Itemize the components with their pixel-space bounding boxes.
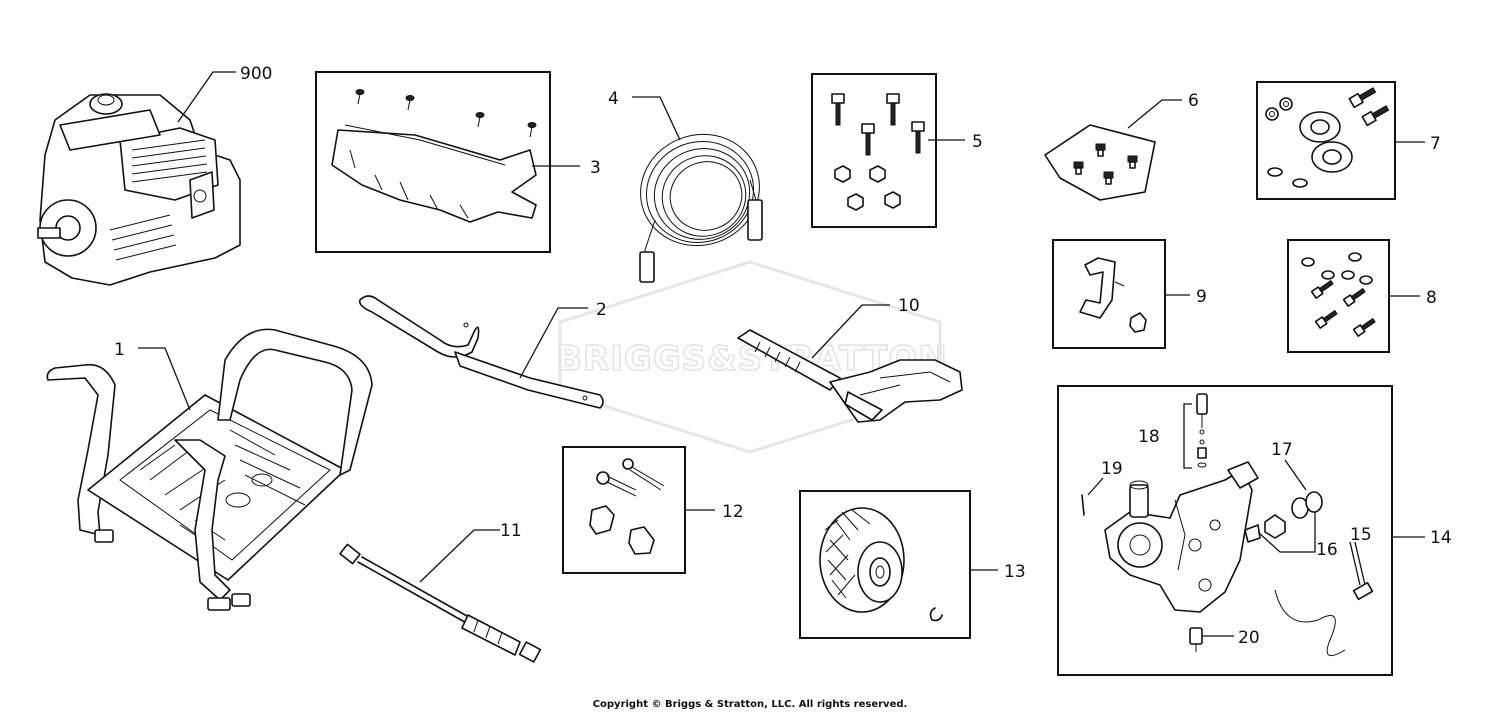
callout-2: 2: [519, 300, 607, 379]
callout-9: 9: [1165, 287, 1207, 307]
svg-text:13: 13: [1004, 562, 1026, 582]
svg-text:16: 16: [1316, 540, 1338, 560]
hook-kit-box: [1052, 239, 1166, 349]
callout-15: 15: [1349, 525, 1372, 586]
callout-12: 12: [685, 502, 744, 522]
svg-text:20: 20: [1238, 628, 1260, 648]
copyright-notice: Copyright © Briggs & Stratton, LLC. All …: [592, 699, 908, 710]
svg-text:3: 3: [590, 158, 601, 178]
wheel[interactable]: [819, 507, 943, 622]
bolt-kit-box: [811, 73, 937, 228]
svg-text:14: 14: [1430, 528, 1452, 548]
engine[interactable]: [37, 93, 241, 286]
svg-text:17: 17: [1271, 440, 1293, 460]
callout-900: 900: [177, 64, 272, 123]
nozzle-kit[interactable]: [1044, 124, 1156, 201]
callout-8: 8: [1389, 288, 1437, 308]
callout-3: 3: [532, 158, 601, 178]
shroud-kit[interactable]: [331, 89, 537, 223]
svg-text:11: 11: [500, 521, 522, 541]
callout-7: 7: [1395, 134, 1441, 154]
svg-text:9: 9: [1196, 287, 1207, 307]
screw-kit-box: [1287, 239, 1390, 353]
screws: [355, 89, 537, 138]
svg-text:6: 6: [1188, 91, 1199, 111]
svg-text:2: 2: [596, 300, 607, 320]
callout-1: 1: [114, 340, 191, 411]
callout-13: 13: [970, 562, 1026, 582]
svg-text:4: 4: [608, 89, 619, 109]
svg-text:1: 1: [114, 340, 125, 360]
shroud-kit-box: [315, 71, 551, 253]
callout-14: 14: [1392, 528, 1452, 548]
screw-kit[interactable]: [1301, 252, 1376, 337]
wheel-kit-box: [1256, 81, 1396, 200]
callout-18: 18: [1138, 403, 1192, 469]
spray-gun[interactable]: [737, 329, 963, 423]
callout-20: 20: [1202, 628, 1260, 648]
svg-text:8: 8: [1426, 288, 1437, 308]
svg-text:5: 5: [972, 132, 983, 152]
wheel-box: [799, 490, 971, 639]
callout-17: 17: [1271, 440, 1307, 491]
handle[interactable]: [358, 295, 604, 409]
callout-5: 5: [928, 132, 983, 152]
pump-box: [1057, 385, 1393, 676]
svg-text:12: 12: [722, 502, 744, 522]
wheel-kit[interactable]: [1265, 86, 1390, 188]
watermark: BRIGGS&STRATTON: [555, 260, 948, 454]
svg-text:900: 900: [240, 64, 272, 84]
callout-19: 19: [1087, 459, 1123, 496]
svg-text:15: 15: [1350, 525, 1372, 545]
svg-text:10: 10: [898, 296, 920, 316]
svg-text:7: 7: [1430, 134, 1441, 154]
svg-text:18: 18: [1138, 427, 1160, 447]
svg-text:19: 19: [1101, 459, 1123, 479]
hose[interactable]: [625, 118, 775, 283]
callout-6: 6: [1127, 91, 1199, 129]
callout-10: 10: [811, 296, 920, 359]
callout-16: 16: [1257, 512, 1338, 560]
lance[interactable]: [339, 543, 542, 663]
bolt-kit[interactable]: [831, 93, 925, 211]
handle-hardware[interactable]: [589, 458, 665, 555]
hook-kit[interactable]: [1079, 257, 1147, 333]
frame[interactable]: [46, 328, 373, 611]
callout-11: 11: [419, 521, 522, 583]
pump[interactable]: [1081, 393, 1374, 657]
callout-4: 4: [608, 89, 681, 141]
